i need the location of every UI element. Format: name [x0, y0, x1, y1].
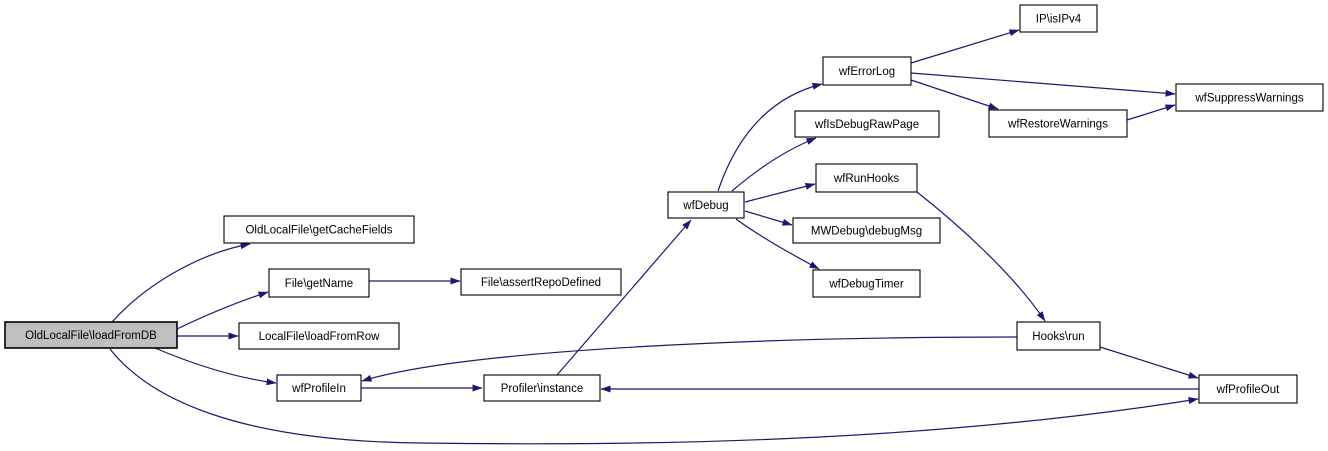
- node-wf-restore-warnings[interactable]: wfRestoreWarnings: [988, 109, 1128, 138]
- node-wf-run-hooks-box: [815, 163, 918, 193]
- edge-wf-debug-to-mw-debug-msg: [744, 210, 793, 226]
- node-wf-debug-label: wfDebug: [682, 200, 728, 212]
- node-wf-debug-timer-box: [812, 269, 921, 298]
- node-wf-profile-in-box: [276, 374, 362, 402]
- node-wf-suppress-warnings-box: [1175, 83, 1324, 112]
- node-load-from-row-label: LocalFile\loadFromRow: [259, 331, 380, 343]
- edge-wf-error-log-to-wf-suppress-warnings: [910, 72, 1176, 97]
- node-ip-is-ipv4[interactable]: IP\isIPv4: [1019, 4, 1098, 33]
- node-hooks-run[interactable]: Hooks\run: [1016, 321, 1101, 351]
- node-hooks-run-box: [1016, 321, 1101, 351]
- node-wf-is-debug-raw-page-box: [794, 110, 940, 138]
- edge-load-from-db-to-file-get-name: [176, 291, 269, 330]
- node-wf-restore-warnings-label: wfRestoreWarnings: [1007, 119, 1108, 131]
- node-wf-profile-in[interactable]: wfProfileIn: [276, 374, 362, 402]
- node-wf-profile-out-label: wfProfileOut: [1216, 384, 1280, 396]
- edge-load-from-db-to-wf-profile-out: [109, 348, 1199, 445]
- node-wf-is-debug-raw-page-label: wfIsDebugRawPage: [814, 119, 919, 131]
- node-wf-suppress-warnings-label: wfSuppressWarnings: [1194, 93, 1303, 105]
- node-wf-restore-warnings-box: [988, 109, 1128, 138]
- edge-wf-error-log-to-wf-restore-warnings: [910, 79, 999, 110]
- edge-wf-debug-to-wf-debug-timer: [735, 218, 820, 270]
- node-wf-debug-timer-label: wfDebugTimer: [828, 279, 904, 291]
- node-ip-is-ipv4-label: IP\isIPv4: [1036, 14, 1082, 26]
- edge-wf-debug-to-wf-is-debug-raw-page: [731, 137, 817, 192]
- node-assert-repo-defined-box: [460, 268, 622, 296]
- node-wf-run-hooks[interactable]: wfRunHooks: [815, 163, 918, 193]
- edge-load-from-db-to-get-cache-fields: [111, 242, 251, 323]
- node-wf-is-debug-raw-page[interactable]: wfIsDebugRawPage: [794, 110, 940, 138]
- node-wf-debug-timer[interactable]: wfDebugTimer: [812, 269, 921, 298]
- node-wf-run-hooks-label: wfRunHooks: [833, 173, 899, 185]
- node-wf-error-log-label: wfErrorLog: [838, 66, 895, 78]
- node-wf-debug-box: [667, 191, 745, 219]
- nodes-layer: OldLocalFile\loadFromDB OldLocalFile\getC…: [4, 4, 1324, 404]
- edge-wf-error-log-to-ip-is-ipv4: [910, 29, 1020, 64]
- edge-wf-restore-warnings-to-wf-suppress-warnings: [1126, 104, 1176, 121]
- node-wf-error-log-box: [822, 56, 912, 86]
- node-load-from-db-box: [4, 321, 178, 349]
- node-load-from-db[interactable]: OldLocalFile\loadFromDB: [4, 321, 178, 349]
- node-ip-is-ipv4-box: [1019, 4, 1098, 33]
- node-mw-debug-msg-box: [792, 217, 941, 244]
- node-mw-debug-msg[interactable]: MWDebug\debugMsg: [792, 217, 941, 244]
- edge-hooks-run-to-wf-profile-out: [1099, 346, 1199, 379]
- edge-hooks-run-to-wf-profile-in: [361, 336, 1018, 382]
- node-wf-profile-in-label: wfProfileIn: [291, 383, 346, 395]
- node-load-from-db-label: OldLocalFile\loadFromDB: [25, 330, 157, 342]
- node-wf-suppress-warnings[interactable]: wfSuppressWarnings: [1175, 83, 1324, 112]
- node-wf-debug[interactable]: wfDebug: [667, 191, 745, 219]
- node-wf-error-log[interactable]: wfErrorLog: [822, 56, 912, 86]
- node-wf-profile-out[interactable]: wfProfileOut: [1198, 374, 1298, 404]
- node-hooks-run-label: Hooks\run: [1032, 331, 1084, 343]
- node-profiler-instance-box: [483, 374, 601, 402]
- edges-layer: [109, 29, 1199, 445]
- edge-wf-run-hooks-to-hooks-run: [916, 191, 1046, 322]
- edge-wf-debug-to-wf-run-hooks: [744, 182, 816, 203]
- node-profiler-instance-label: Profiler\instance: [501, 383, 583, 395]
- node-wf-profile-out-box: [1198, 374, 1298, 404]
- node-assert-repo-defined[interactable]: File\assertRepoDefined: [460, 268, 622, 296]
- node-get-cache-fields-label: OldLocalFile\getCacheFields: [245, 225, 392, 237]
- node-assert-repo-defined-label: File\assertRepoDefined: [481, 277, 601, 289]
- edge-load-from-db-to-wf-profile-in: [154, 347, 277, 386]
- edge-profiler-instance-to-wf-debug: [556, 219, 692, 376]
- node-file-get-name-label: File\getName: [285, 278, 353, 290]
- node-get-cache-fields[interactable]: OldLocalFile\getCacheFields: [223, 215, 415, 244]
- edge-wf-debug-to-wf-error-log: [717, 82, 823, 192]
- node-load-from-row-box: [238, 322, 400, 350]
- node-file-get-name[interactable]: File\getName: [268, 268, 370, 298]
- node-file-get-name-box: [268, 268, 370, 298]
- node-get-cache-fields-box: [223, 215, 415, 244]
- node-load-from-row[interactable]: LocalFile\loadFromRow: [238, 322, 400, 350]
- node-profiler-instance[interactable]: Profiler\instance: [483, 374, 601, 402]
- node-mw-debug-msg-label: MWDebug\debugMsg: [811, 226, 922, 238]
